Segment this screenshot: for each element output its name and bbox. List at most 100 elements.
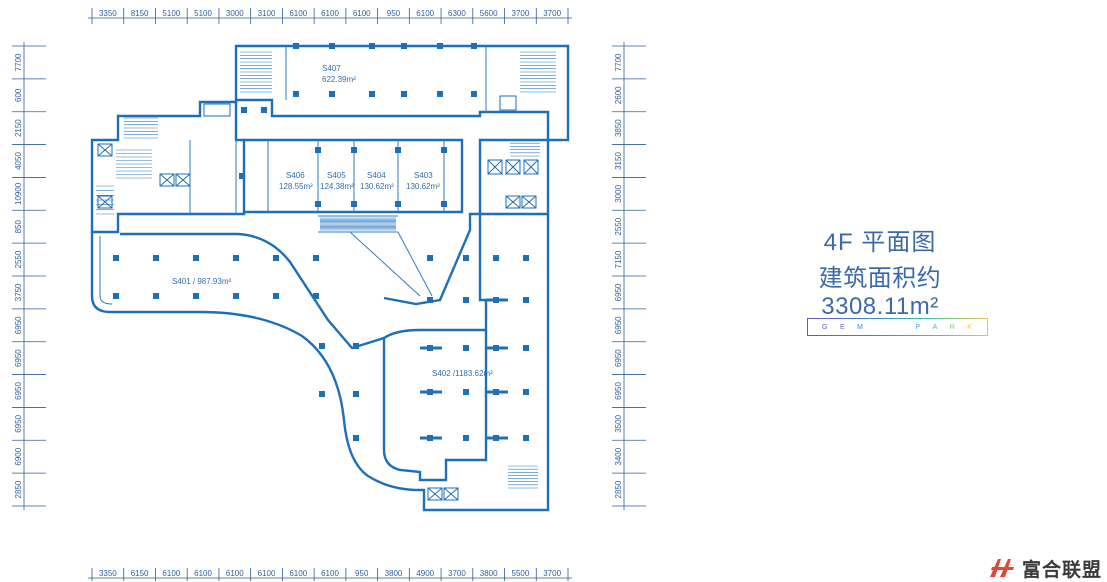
dimension-label: 6100 bbox=[226, 569, 244, 578]
column bbox=[523, 345, 529, 351]
column bbox=[315, 147, 321, 153]
dimension-label: 3700 bbox=[448, 569, 466, 578]
dimension-label: 3400 bbox=[614, 447, 623, 465]
column bbox=[401, 91, 407, 97]
room-s404-area: 130.62m² bbox=[360, 182, 394, 191]
column bbox=[493, 255, 499, 261]
column bbox=[273, 293, 279, 299]
dimension-label: 6100 bbox=[162, 569, 180, 578]
column bbox=[153, 293, 159, 299]
dimension-label: 3000 bbox=[614, 184, 623, 202]
column bbox=[523, 389, 529, 395]
column bbox=[369, 91, 375, 97]
logo-mark-icon bbox=[990, 559, 1014, 577]
dimension-label: 5100 bbox=[162, 9, 180, 18]
badge-letter-m: M bbox=[857, 323, 864, 331]
column bbox=[437, 43, 443, 49]
dimension-label: 3150 bbox=[614, 152, 623, 170]
dimension-label: 3100 bbox=[258, 9, 276, 18]
dimension-label: 6100 bbox=[353, 9, 371, 18]
column bbox=[463, 389, 469, 395]
area-title: 建筑面积约 3308.11m² bbox=[818, 265, 942, 320]
elevator-boxes bbox=[97, 95, 539, 501]
column bbox=[351, 201, 357, 207]
column bbox=[319, 391, 325, 397]
dimension-label: 6100 bbox=[289, 9, 307, 18]
column bbox=[395, 201, 401, 207]
column bbox=[437, 91, 443, 97]
dimension-label: 2550 bbox=[614, 217, 623, 235]
dimension-label: 6100 bbox=[416, 9, 434, 18]
column bbox=[353, 343, 359, 349]
dimension-label: 3350 bbox=[99, 9, 117, 18]
column bbox=[351, 147, 357, 153]
dimension-label: 10900 bbox=[14, 182, 23, 205]
column bbox=[293, 91, 299, 97]
stair-hatching bbox=[96, 51, 556, 489]
badge-letter-a: A bbox=[932, 323, 939, 331]
room-s406-id: S406 bbox=[286, 171, 305, 180]
dimension-label: 3350 bbox=[99, 569, 117, 578]
column bbox=[463, 255, 469, 261]
logo: 富合联盟 bbox=[988, 556, 1103, 581]
column bbox=[193, 293, 199, 299]
dimension-label: 6950 bbox=[14, 414, 23, 432]
logo-text: 富合联盟 bbox=[1022, 558, 1103, 581]
dimension-label: 6150 bbox=[131, 569, 149, 578]
column bbox=[273, 255, 279, 261]
dimension-label: 6950 bbox=[614, 382, 623, 400]
column bbox=[395, 147, 401, 153]
column bbox=[261, 107, 267, 113]
dimension-label: 7150 bbox=[614, 250, 623, 268]
dimension-label: 2850 bbox=[14, 480, 23, 498]
structural-columns bbox=[113, 43, 529, 441]
column bbox=[239, 173, 245, 179]
column bbox=[233, 255, 239, 261]
room-s407-id: S407 bbox=[322, 64, 341, 73]
dimension-label: 950 bbox=[355, 569, 369, 578]
column bbox=[463, 297, 469, 303]
dimension-label: 6100 bbox=[321, 9, 339, 18]
column bbox=[353, 435, 359, 441]
column bbox=[471, 43, 477, 49]
dimension-label: 6100 bbox=[321, 569, 339, 578]
dimension-label: 6300 bbox=[448, 9, 466, 18]
dimension-label: 6950 bbox=[614, 349, 623, 367]
dimension-label: 5500 bbox=[512, 569, 530, 578]
wall-stub bbox=[486, 298, 508, 302]
column bbox=[523, 435, 529, 441]
column bbox=[427, 255, 433, 261]
column bbox=[329, 91, 335, 97]
dimension-label: 3700 bbox=[543, 569, 561, 578]
column bbox=[233, 293, 239, 299]
dimension-label: 3800 bbox=[385, 569, 403, 578]
room-s403-area: 130.62m² bbox=[406, 182, 440, 191]
dimension-label: 2550 bbox=[14, 250, 23, 268]
column bbox=[113, 255, 119, 261]
dimension-label: 6950 bbox=[614, 316, 623, 334]
dimension-label: 950 bbox=[387, 9, 401, 18]
room-s402-label: S402 /1183.62m² bbox=[432, 369, 493, 378]
dimension-label: 3850 bbox=[614, 119, 623, 137]
floor-title: 4F 平面图 bbox=[823, 229, 937, 256]
wall-stub bbox=[486, 436, 508, 440]
dimension-label: 6900 bbox=[14, 447, 23, 465]
dimension-label: 3000 bbox=[226, 9, 244, 18]
column bbox=[463, 345, 469, 351]
dimension-label: 5600 bbox=[480, 9, 498, 18]
column bbox=[441, 201, 447, 207]
room-s401-label: S401 / 987.93m² bbox=[172, 277, 231, 286]
dimension-label: 600 bbox=[14, 88, 23, 102]
dimension-label: 6950 bbox=[614, 283, 623, 301]
column bbox=[313, 255, 319, 261]
column bbox=[313, 293, 319, 299]
column bbox=[471, 91, 477, 97]
column bbox=[329, 43, 335, 49]
room-s405-area: 124.38m² bbox=[320, 182, 354, 191]
badge-letter-p: P bbox=[915, 323, 922, 331]
column bbox=[193, 255, 199, 261]
column bbox=[401, 43, 407, 49]
wall-stub bbox=[420, 390, 442, 394]
dimension-label: 4050 bbox=[14, 152, 23, 170]
